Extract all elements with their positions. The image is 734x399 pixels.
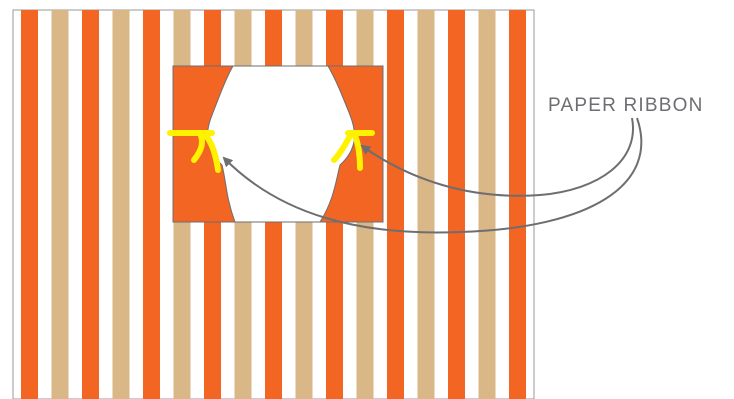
tan-stripe (479, 10, 496, 399)
orange-stripe (509, 10, 526, 399)
orange-stripe (387, 10, 404, 399)
tan-stripe (418, 10, 435, 399)
orange-stripe (448, 10, 465, 399)
orange-stripe (143, 10, 160, 399)
paper-ribbon-label: PAPER RIBBON (548, 95, 704, 116)
tan-stripe (113, 10, 130, 399)
orange-stripe (21, 10, 38, 399)
orange-stripe (82, 10, 99, 399)
tan-stripe (52, 10, 69, 399)
